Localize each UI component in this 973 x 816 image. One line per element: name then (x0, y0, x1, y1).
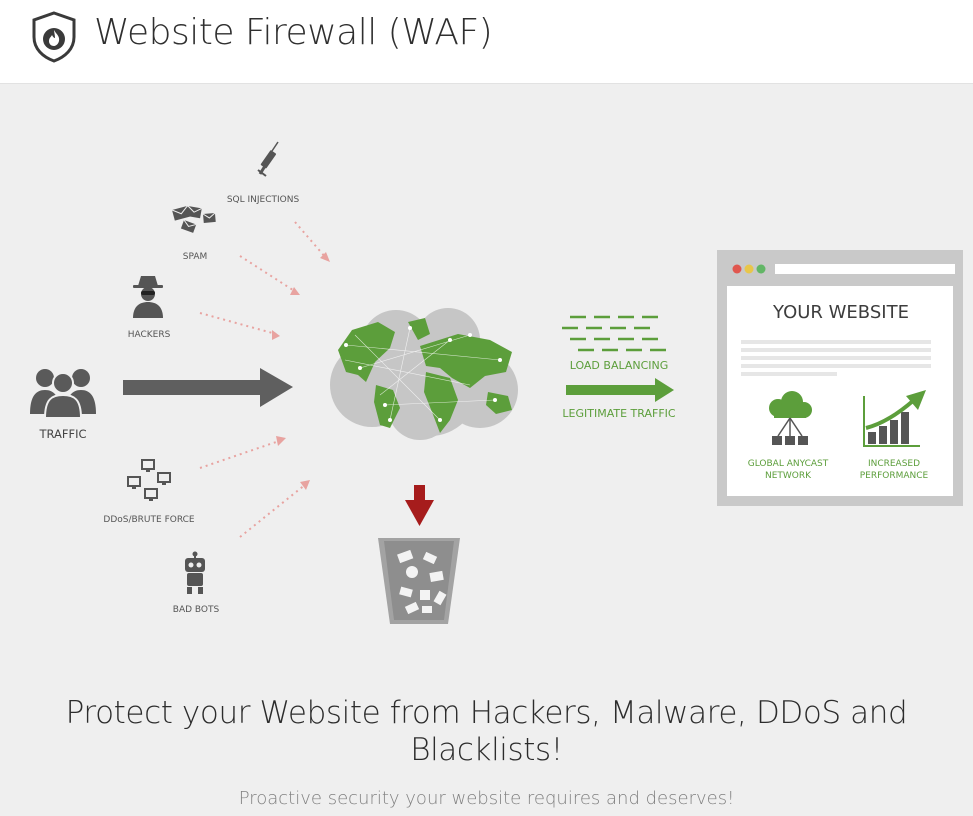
envelopes-icon (171, 205, 216, 233)
syringe-icon (257, 141, 279, 177)
monitors-icon (127, 459, 171, 501)
threat-label-spam: SPAM (182, 252, 208, 262)
your-website-title: YOUR WEBSITE (773, 302, 909, 323)
hacker-icon (133, 276, 163, 318)
load-balancing-lines (562, 315, 666, 352)
hero-headline: Protect your Website from Hackers, Malwa… (65, 695, 908, 768)
traffic-arrow (123, 368, 293, 407)
threat-label-bots: BAD BOTS (172, 605, 220, 615)
page-header: Website Firewall (WAF) (0, 0, 973, 84)
shield-flame-icon (32, 11, 76, 63)
legitimate-traffic-label: LEGITIMATE TRAFFIC (562, 407, 676, 420)
waf-diagram: SQL INJECTIONS SPAM HACKERS DDoS/BRUTE F… (30, 141, 963, 624)
performance-label: INCREASED PERFORMANCE (859, 459, 929, 481)
trash-bin-icon (378, 538, 460, 624)
threat-dotted-arrows (199, 221, 327, 538)
traffic-label: TRAFFIC (39, 427, 87, 441)
threat-label-hackers: HACKERS (127, 330, 171, 340)
load-balancing-label: LOAD BALANCING (569, 359, 669, 372)
threat-arrow-heads (272, 252, 330, 490)
page-title: Website Firewall (WAF) (94, 12, 493, 53)
threat-label-ddos: DDoS/BRUTE FORCE (103, 515, 195, 525)
blocked-arrow (405, 485, 434, 526)
robot-icon (185, 551, 205, 594)
hero-subline: Proactive security your website requires… (238, 788, 735, 809)
anycast-network-icon (769, 391, 812, 445)
users-icon (30, 369, 96, 419)
anycast-label: GLOBAL ANYCAST NETWORK (747, 459, 829, 481)
cloud-globe-icon (330, 308, 518, 440)
website-browser-window (717, 250, 963, 506)
legitimate-traffic-arrow (566, 378, 674, 402)
threat-label-sql: SQL INJECTIONS (226, 195, 300, 205)
performance-chart-icon (863, 390, 926, 447)
